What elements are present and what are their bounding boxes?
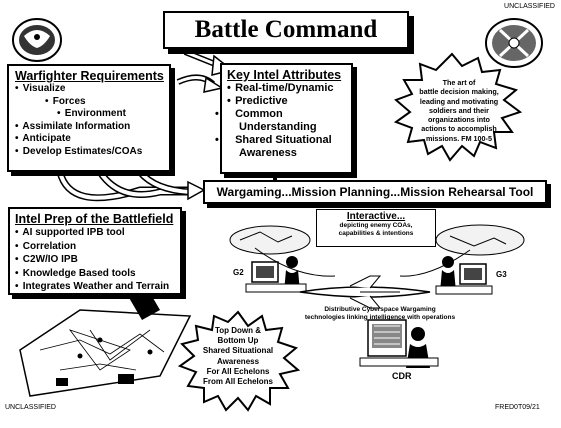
interactive-box: Interactive... depicting enemy COAs, cap… — [316, 209, 436, 247]
aircraft-icon — [299, 275, 431, 309]
document-code: FRED0T09/21 — [495, 404, 540, 411]
page-title: Battle Command — [194, 16, 378, 43]
list-item: • Assimilate Information — [15, 120, 131, 132]
wargaming-label: Wargaming...Mission Planning...Mission R… — [216, 185, 534, 199]
battle-command-quote: The art of battle decision making, leadi… — [419, 78, 499, 143]
list-item: • Common Understanding — [215, 108, 317, 133]
interactive-title: Interactive... — [346, 211, 406, 222]
list-item: • Predictive — [227, 95, 288, 107]
list-item: • AI supported IPB tool — [15, 227, 125, 238]
list-item: • Correlation — [15, 240, 77, 252]
intel-attributes-title: Key Intel Attributes — [227, 68, 342, 82]
list-item: • Anticipate — [15, 133, 71, 145]
quote-burst-shape — [393, 52, 523, 162]
cdr-label: CDR — [392, 371, 412, 381]
list-item: • Real-time/Dynamic — [227, 82, 334, 94]
g2-workstation-icon — [245, 256, 307, 293]
cyberspace-caption: Distributive Cyberspace Wargaming techno… — [304, 306, 456, 321]
warfighter-title: Warfighter Requirements — [15, 69, 164, 83]
list-item: • Knowledge Based tools — [15, 267, 136, 279]
top-down-burst-shape — [177, 310, 301, 412]
terrain-map-icon — [19, 286, 192, 397]
key-intel-attributes-box: Key Intel Attributes • Real-time/Dynamic… — [215, 63, 353, 174]
wargaming-banner: Wargaming...Mission Planning...Mission R… — [203, 180, 547, 204]
g3-label: G3 — [496, 270, 507, 279]
top-down-awareness-text: Top Down & Bottom Up Shared Situational … — [202, 326, 274, 387]
ipb-box: Intel Prep of the Battlefield • AI suppo… — [8, 207, 182, 295]
title-box: Battle Command — [163, 11, 409, 49]
list-item: • Visualize — [15, 83, 66, 94]
interactive-description: depicting enemy COAs, capabilities & int… — [338, 222, 414, 237]
warfighter-requirements-box: Warfighter Requirements • Visualize • Fo… — [7, 64, 171, 172]
arrow-warfighter-intel-icon — [176, 74, 224, 93]
g3-workstation-icon — [435, 256, 493, 295]
list-item: • Environment — [57, 108, 126, 120]
g2-label: G2 — [233, 268, 244, 277]
list-item: • Develop Estimates/COAs — [15, 145, 143, 157]
list-item: • C2W/IO IPB — [15, 254, 78, 265]
classification-bottom: UNCLASSIFIED — [5, 404, 56, 411]
list-item: • Integrates Weather and Terrain — [15, 281, 170, 292]
arrows-to-wargaming-icon — [56, 169, 277, 202]
network-sketch-icon — [229, 224, 525, 277]
cdr-workstation-icon — [359, 319, 439, 368]
list-item: • Shared Situational Awareness — [215, 134, 332, 159]
left-emblem-icon — [12, 18, 62, 62]
ipb-title: Intel Prep of the Battlefield — [15, 212, 174, 226]
classification-top: UNCLASSIFIED — [504, 3, 555, 10]
list-item: • Forces — [45, 95, 86, 107]
right-emblem-icon — [485, 18, 543, 68]
